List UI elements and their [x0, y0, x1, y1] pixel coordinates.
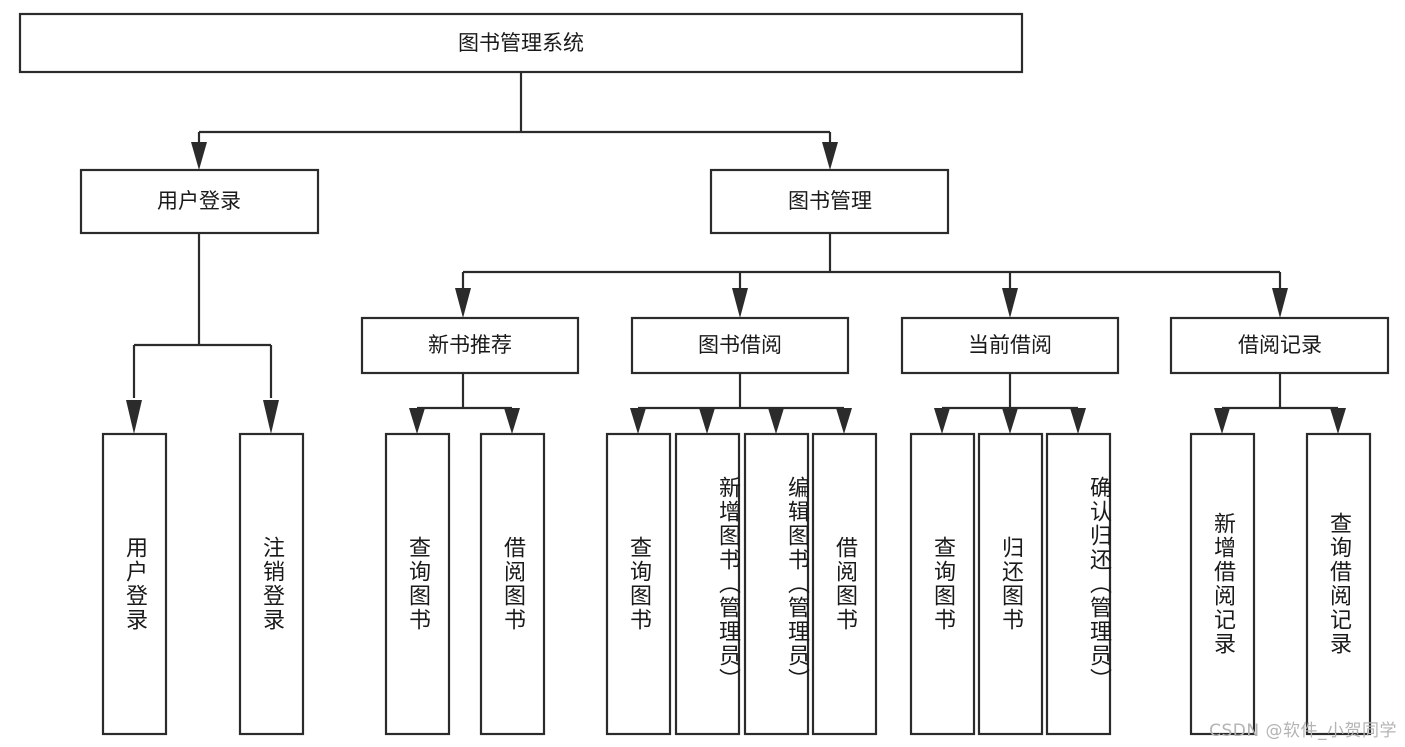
arrow-head-leaf-edit-book — [768, 408, 784, 434]
node-user-login-label: 用户登录 — [157, 189, 241, 213]
connector-group-book-management — [455, 233, 1288, 318]
leaf-box-confirm-return[interactable] — [1045, 432, 1112, 736]
arrow-head-leaf-borrow-book-1 — [504, 408, 520, 434]
leaf-box-query-book-2[interactable] — [605, 432, 672, 736]
leaf-box-return-book[interactable] — [977, 432, 1044, 736]
leaf-box-logout-login[interactable] — [238, 432, 305, 736]
node-borrow-record-label: 借阅记录 — [1238, 333, 1322, 357]
arrow-head-leaf-query-book-3 — [934, 408, 950, 434]
node-new-book-recommend-box[interactable] — [360, 316, 580, 375]
watermark-text: CSDN @软件_小贺同学 — [1209, 721, 1397, 741]
node-user-login-box[interactable] — [79, 168, 320, 235]
node-book-borrow-box[interactable] — [630, 316, 850, 375]
node-current-borrow[interactable]: 当前借阅 — [900, 316, 1120, 375]
arrow-head-leaf-user-login — [126, 400, 142, 434]
connector-group-book-borrow-leaves — [630, 373, 852, 434]
leaf-box-add-record[interactable] — [1189, 432, 1256, 736]
arrow-head-leaf-query-book-1 — [409, 408, 425, 434]
arrow-head-borrow-record — [1272, 288, 1288, 318]
arrow-head-leaf-query-record — [1330, 408, 1346, 434]
leaf-box-add-book[interactable] — [674, 432, 741, 736]
arrow-head-leaf-borrow-book-2 — [836, 408, 852, 434]
node-book-management[interactable]: 图书管理 — [709, 168, 950, 235]
node-current-borrow-label: 当前借阅 — [968, 333, 1052, 357]
node-current-borrow-box[interactable] — [900, 316, 1120, 375]
node-borrow-record[interactable]: 借阅记录 — [1169, 316, 1390, 375]
node-book-borrow-label: 图书借阅 — [698, 333, 782, 357]
arrow-head-current-borrow — [1002, 288, 1018, 318]
connector-group-user-login-leaves — [126, 233, 279, 434]
arrow-head-user-login — [191, 142, 207, 170]
node-root[interactable]: 图书管理系统 — [18, 12, 1024, 74]
arrow-head-leaf-query-book-2 — [630, 408, 646, 434]
arrow-head-new-book-recommend — [455, 288, 471, 318]
node-book-management-label: 图书管理 — [788, 189, 872, 213]
connector-group-new-book-leaves — [409, 373, 520, 434]
node-borrow-record-box[interactable] — [1169, 316, 1390, 375]
leaf-box-query-book-3[interactable] — [909, 432, 976, 736]
arrow-head-leaf-logout-login — [263, 400, 279, 434]
node-book-borrow[interactable]: 图书借阅 — [630, 316, 850, 375]
node-new-book-recommend[interactable]: 新书推荐 — [360, 316, 580, 375]
arrow-head-leaf-confirm-return — [1070, 408, 1086, 434]
connector-group-borrow-record-leaves — [1214, 373, 1346, 434]
leaf-box-query-book-1[interactable] — [384, 432, 451, 736]
leaf-box-query-record[interactable] — [1305, 432, 1372, 736]
leaf-box-borrow-book-2[interactable] — [811, 432, 878, 736]
leaf-box-user-login[interactable] — [101, 432, 168, 736]
connector-group-current-borrow-leaves — [934, 373, 1086, 434]
arrow-head-leaf-add-book — [699, 408, 715, 434]
node-book-management-box[interactable] — [709, 168, 950, 235]
connector-group-root — [191, 72, 838, 170]
arrow-head-leaf-add-record — [1214, 408, 1230, 434]
node-user-login[interactable]: 用户登录 — [79, 168, 320, 235]
arrow-head-book-management — [822, 142, 838, 170]
leaf-box-edit-book[interactable] — [743, 432, 810, 736]
arrow-head-leaf-return-book — [1002, 408, 1018, 434]
node-root-box[interactable] — [18, 12, 1024, 74]
leaf-box-borrow-book-1[interactable] — [479, 432, 546, 736]
arrow-head-book-borrow — [732, 288, 748, 318]
node-new-book-recommend-label: 新书推荐 — [428, 333, 512, 357]
node-root-label: 图书管理系统 — [458, 31, 584, 55]
